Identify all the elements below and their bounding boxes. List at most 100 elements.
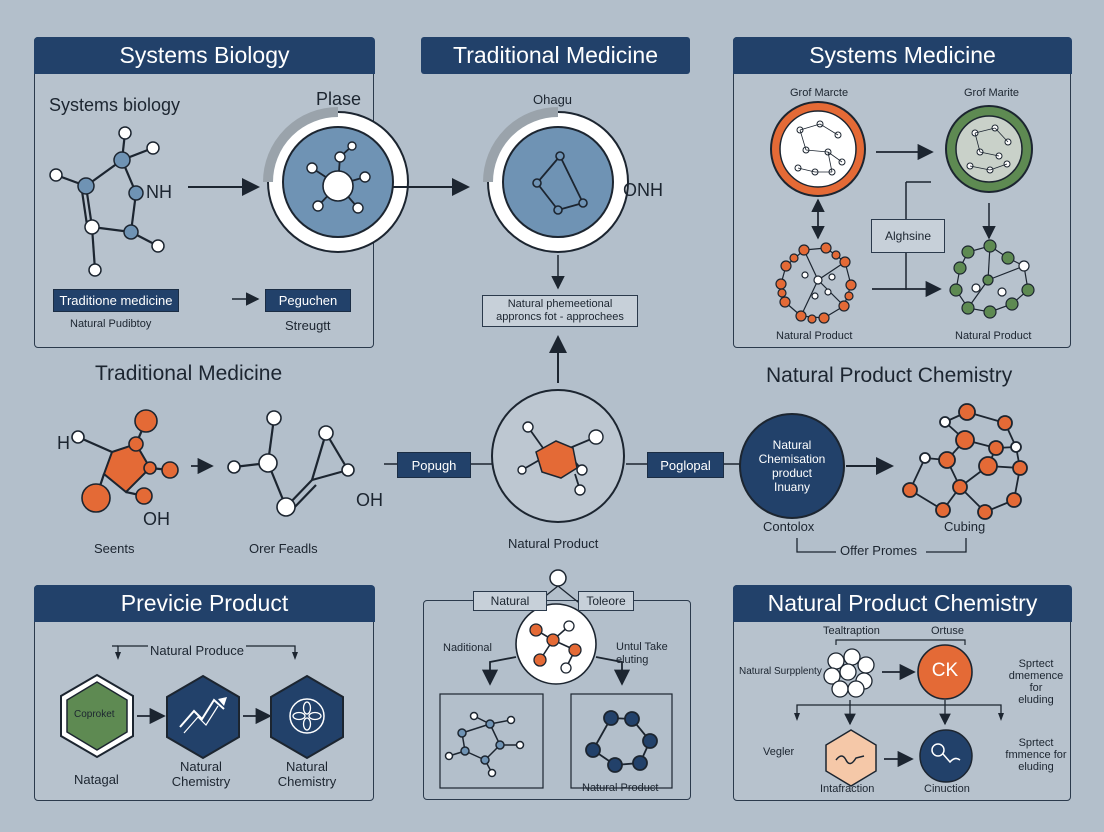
systems-biology-molecule [55, 132, 159, 271]
approaches-note-box: Natural phemeetional approncs fot - appr… [482, 295, 638, 327]
trend-hexagon [166, 674, 240, 760]
ck-circle [917, 644, 973, 700]
coproket-label: Coproket [74, 709, 115, 720]
systems-biology-header: Systems Biology [34, 37, 375, 74]
chemisation-line2: Chemisation [758, 452, 826, 466]
systems-biology-subtitle: Systems biology [49, 95, 181, 115]
alghsine-label: Alghsine [884, 229, 932, 243]
cubing-caption: Cubing [944, 519, 986, 534]
natural-surpplenty-label: Natural Surpplenty [739, 666, 822, 677]
natagal-caption: Natagal [74, 772, 119, 787]
intafraction-caption: Intafraction [820, 783, 875, 795]
untul-take-line2: eluting [616, 654, 649, 666]
caption3-line2: Chemistry [277, 774, 337, 789]
navy-ring-molecule [585, 710, 658, 773]
oh-label-mid: OH [356, 490, 383, 510]
previcie-product-header: Previcie Product [34, 585, 375, 622]
sprtect-bottom-line2: fmmence for [1005, 749, 1067, 761]
left-molecule-box [439, 693, 544, 789]
caption2-line2: Chemistry [171, 774, 231, 789]
caption3-line1: Natural [286, 759, 328, 774]
streugtt-caption: Streugtt [285, 318, 331, 333]
ck-label: CK [931, 660, 959, 681]
natural-chemistry-caption-3: Natural Chemistry [272, 759, 342, 789]
peguchen-tag: Peguchen [265, 289, 351, 312]
tealtraption-label: Tealtraption [823, 625, 880, 637]
untul-take-line1: Untul Take [616, 641, 668, 653]
coproket-hexagon [60, 673, 134, 759]
sprtect-bottom-text: Sprtect fmmence for eluding [1004, 737, 1068, 773]
seents-caption: Seents [94, 541, 135, 556]
natural-product-caption-right: Natural Product [955, 330, 1032, 342]
natural-chemisation-text: Natural Chemisation product Inuany [742, 438, 842, 494]
chemisation-line4: Inuany [773, 480, 811, 494]
contolox-caption: Contolox [763, 519, 815, 534]
natural-chemisation-circle [739, 413, 845, 519]
natural-pudibtoy-caption: Natural Pudibtoy [70, 318, 152, 330]
natural-product-chemistry-header: Natural Product Chemistry [733, 585, 1072, 622]
toleore-tab: Toleore [578, 591, 634, 611]
traditional-medicine-title: Traditional Medicine [453, 42, 658, 68]
grof-marcte-disc [770, 101, 866, 197]
grof-marite-disc [945, 105, 1033, 193]
sprtect-top-line2: dmemence for [1008, 670, 1064, 694]
natural-product-center-caption: Natural Product [508, 536, 599, 551]
nh-label: NH [146, 182, 172, 202]
naditional-label: Naditional [443, 642, 492, 654]
orange-network-molecule [902, 403, 1028, 520]
orange-ring-molecule [775, 242, 857, 324]
chemisation-line3: product [771, 466, 813, 480]
natural-produce-label: Natural Produce [148, 643, 246, 658]
vegler-label: Vegler [763, 746, 795, 758]
blue-branched-molecule [444, 711, 525, 778]
natural-product-bottom-caption: Natural Product [582, 782, 659, 794]
ortuse-label: Ortuse [931, 625, 965, 637]
offer-promes-caption: Offer Promes [840, 543, 918, 558]
sprtect-top-text: Sprtect dmemence for eluding [1004, 658, 1068, 706]
poglopal-tag: Poglopal [647, 452, 724, 478]
traditional-medicine-header: Traditional Medicine [421, 37, 690, 74]
navy-cinuction-circle [919, 729, 973, 783]
previcie-product-title: Previcie Product [120, 590, 289, 616]
grof-marite-label: Grof Marite [964, 87, 1020, 99]
untul-take-label: Untul Take eluting [616, 641, 668, 667]
orer-feadls-caption: Orer Feadls [249, 541, 318, 556]
ohagu-ring [483, 107, 629, 253]
natural-tab: Natural [473, 591, 547, 611]
popugh-tag: Popugh [397, 452, 471, 478]
natural-chemistry-caption-2: Natural Chemistry [166, 759, 236, 789]
sprtect-bottom-line1: Sprtect [1018, 737, 1054, 749]
center-bottom-panel [423, 600, 691, 800]
grof-marcte-label: Grof Marcte [790, 87, 849, 99]
sprtect-top-line1: Sprtect [1018, 658, 1054, 670]
center-bottom-molecule [515, 569, 597, 685]
white-sphere-cluster [823, 648, 875, 698]
natural-product-caption-left: Natural Product [776, 330, 853, 342]
caption2-line1: Natural [180, 759, 222, 774]
chemisation-line1: Natural [772, 438, 812, 452]
traditional-medicine-section-title: Traditional Medicine [95, 362, 283, 385]
natural-product-chemistry-section-title: Natural Product Chemistry [766, 364, 1013, 387]
ohagu-label: Ohagu [533, 92, 573, 107]
approaches-note-line1: Natural phemeetional [507, 298, 613, 310]
traditione-medicine-tag: Traditione medicine [53, 289, 179, 312]
systems-biology-title: Systems Biology [119, 42, 290, 68]
plase-ring [263, 107, 409, 253]
oh-label-left: OH [143, 509, 170, 529]
flower-hexagon [270, 674, 344, 760]
cinuction-caption: Cinuction [924, 783, 970, 795]
onh-label: ONH [623, 180, 663, 200]
natural-product-center-circle [491, 389, 625, 523]
sprtect-top-line3: eluding [1018, 694, 1054, 706]
approaches-note-line2: approncs fot - approchees [496, 311, 624, 323]
right-molecule-box [570, 693, 673, 789]
sprtect-bottom-line3: eluding [1018, 761, 1054, 773]
peach-hexagon [825, 729, 877, 787]
systems-biology-atoms [49, 126, 165, 277]
orange-ketone-molecule [71, 409, 179, 513]
plase-label: Plase [316, 89, 362, 109]
systems-medicine-header: Systems Medicine [733, 37, 1072, 74]
alghsine-box: Alghsine [871, 219, 945, 253]
green-ring-molecule [949, 239, 1035, 319]
